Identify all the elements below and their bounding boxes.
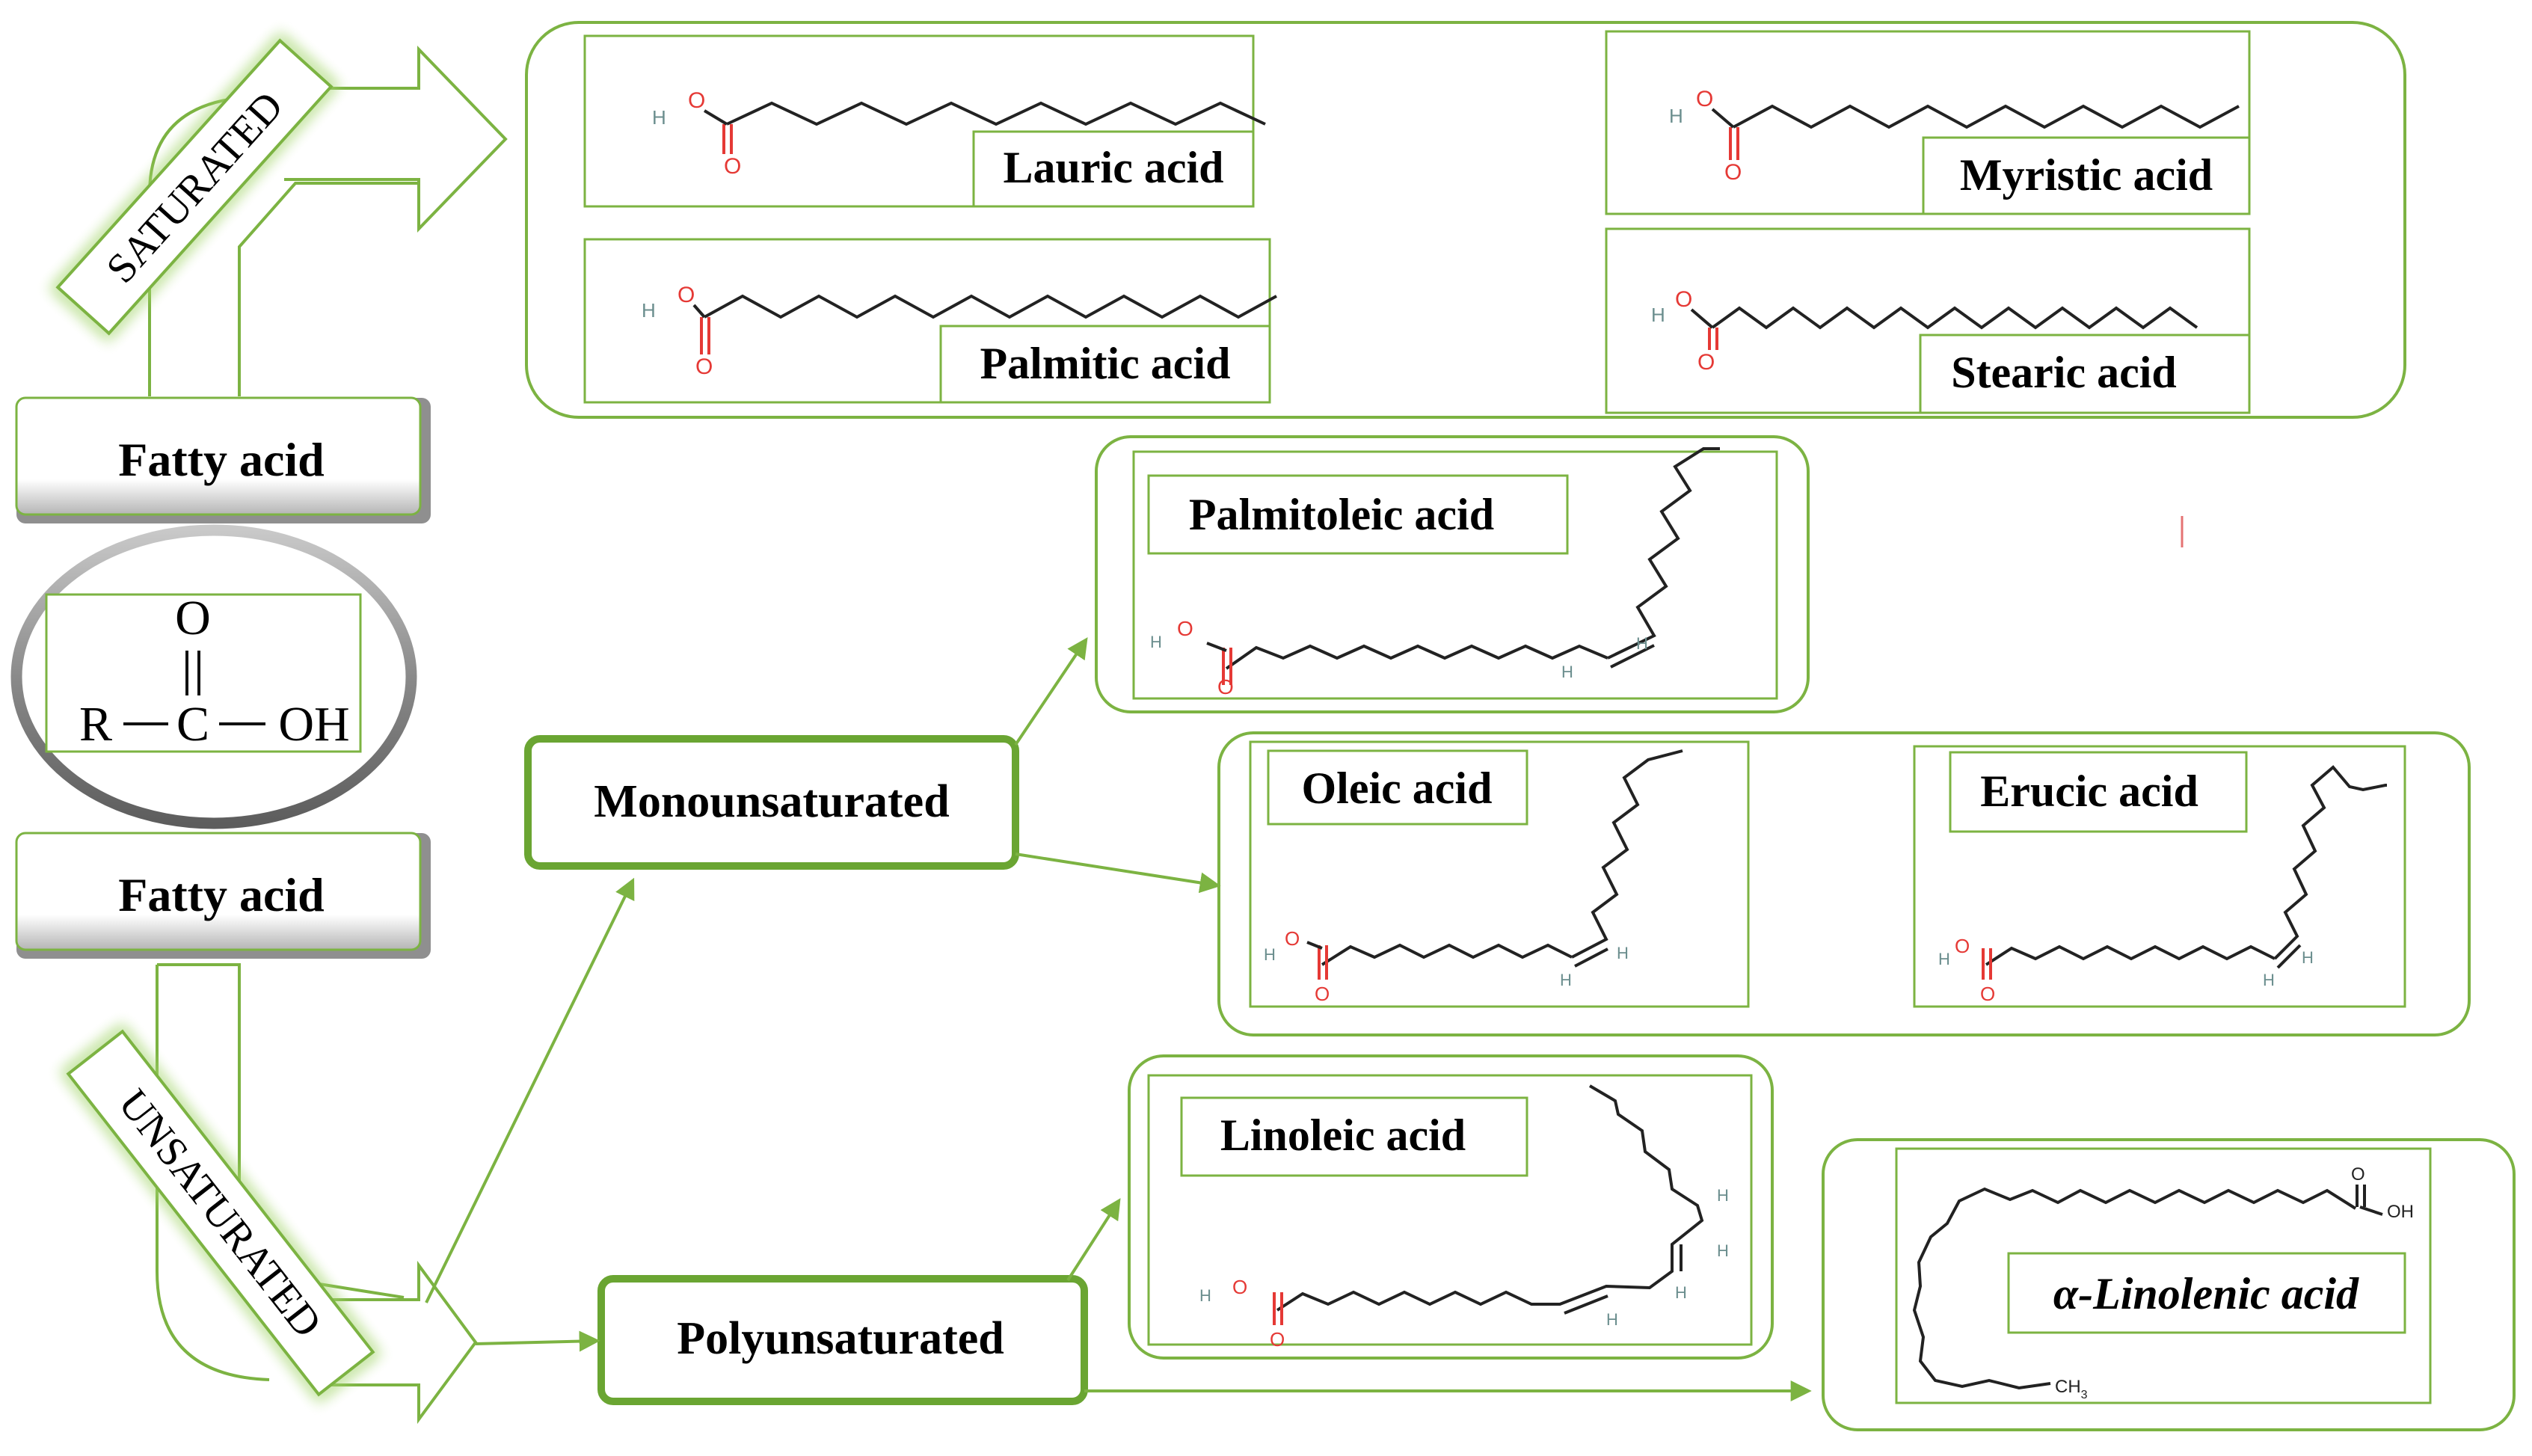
formula-carbon: C xyxy=(176,697,209,752)
atom-h: H xyxy=(1606,1310,1618,1329)
hydroxyl-bond xyxy=(692,304,706,319)
atom-o: O xyxy=(1980,983,1995,1005)
atom-oh: OH xyxy=(2387,1202,2414,1222)
atom-h: H xyxy=(1938,950,1950,968)
unsaturated-banner: UNSATURATED xyxy=(61,1024,381,1402)
carbon-chain xyxy=(726,101,1266,126)
fatty-acid-label-bottom: Fatty acid xyxy=(118,868,325,921)
saturated-banner: SATURATED xyxy=(50,33,339,341)
carbon-chain xyxy=(1711,306,2198,330)
atom-h: H xyxy=(2302,948,2314,967)
myristic-acid-label: Myristic acid xyxy=(1960,150,2213,200)
formula-r-group: R xyxy=(79,697,112,752)
atom-o: O xyxy=(1697,350,1715,375)
atom-h: H xyxy=(2263,971,2275,989)
atom-ch3: CH3 xyxy=(2055,1377,2088,1401)
atom-o: O xyxy=(1285,927,1300,950)
atom-o: O xyxy=(1177,617,1193,640)
atom-o: O xyxy=(1270,1328,1285,1351)
atom-h: H xyxy=(1561,663,1573,681)
fatty-acid-label-top: Fatty acid xyxy=(118,433,325,486)
stearic-acid-label: Stearic acid xyxy=(1951,348,2177,397)
atom-o: O xyxy=(1696,87,1713,111)
palmitoleic-acid-label: Palmitoleic acid xyxy=(1189,490,1494,539)
hydroxyl-bond xyxy=(1690,308,1714,329)
erucic-acid-label: Erucic acid xyxy=(1980,767,2198,816)
palmitic-acid-structure: HOO xyxy=(642,283,1277,379)
atom-o: O xyxy=(1217,675,1234,698)
linoleic-acid-structure: H O O H H H H xyxy=(1199,1084,1729,1351)
palmitic-acid-label: Palmitic acid xyxy=(980,339,1231,388)
atom-o: O xyxy=(1724,160,1742,185)
saturated-label: SATURATED xyxy=(97,83,292,292)
hydroxyl-bond xyxy=(1711,108,1735,129)
polyunsaturated-label: Polyunsaturated xyxy=(677,1313,1004,1364)
palmitoleic-acid-structure: H O O H H xyxy=(1150,447,1720,698)
arrow-to-oleic-erucic xyxy=(1015,853,1221,894)
lauric-acid-structure: HOO xyxy=(652,88,1266,179)
saturated-block-arrow xyxy=(284,46,508,233)
atom-h: H xyxy=(1150,633,1162,651)
atom-o: O xyxy=(1955,935,1970,957)
polyunsaturated-box: Polyunsaturated xyxy=(597,1275,1088,1405)
arrow-to-monounsaturated xyxy=(425,877,635,1303)
palmitoleic-panel: Palmitoleic acid H O O H H xyxy=(1095,435,1810,713)
linolenic-acid-label: α-Linolenic acid xyxy=(2053,1269,2359,1318)
formula-hydroxyl: OH xyxy=(278,697,349,752)
atom-h: H xyxy=(1669,105,1683,127)
saturated-branch-inner xyxy=(238,182,419,396)
arrow-to-polyunsaturated xyxy=(475,1330,600,1352)
monounsaturated-box: Monounsaturated xyxy=(524,735,1019,870)
atom-h: H xyxy=(1717,1186,1729,1205)
palmitic-acid-card: HOO Palmitic acid xyxy=(583,238,1277,404)
hydroxyl-bond xyxy=(703,109,728,126)
atom-o: O xyxy=(688,88,705,113)
carbon-chain xyxy=(1733,104,2240,129)
linoleic-panel: Linoleic acid H O O H H H H xyxy=(1128,1054,1774,1360)
atom-o: O xyxy=(2351,1164,2365,1185)
fatty-acid-button-top: Fatty acid xyxy=(15,396,431,523)
atom-h: H xyxy=(1617,944,1629,962)
atom-h: H xyxy=(1199,1286,1211,1305)
myristic-acid-card: HOO Myristic acid xyxy=(1605,30,2251,215)
lauric-acid-label: Lauric acid xyxy=(1004,143,1224,192)
oleic-acid-label: Oleic acid xyxy=(1302,764,1493,813)
erucic-acid-structure: H O O H H xyxy=(1938,765,2387,1005)
general-formula: O R C OH xyxy=(10,524,417,829)
linolenic-panel: α-Linolenic acid O OH CH3 xyxy=(1822,1138,2516,1431)
fatty-acid-button-bottom: Fatty acid xyxy=(15,832,431,959)
atom-o: O xyxy=(677,283,695,307)
atom-h: H xyxy=(1651,304,1665,326)
atom-h: H xyxy=(1264,945,1276,964)
arrow-to-palmitoleic xyxy=(1014,637,1088,746)
atom-o: O xyxy=(724,154,741,179)
atom-h: H xyxy=(1717,1241,1729,1260)
atom-h: H xyxy=(652,106,666,129)
unsaturated-label: UNSATURATED xyxy=(109,1081,331,1345)
stearic-acid-card: HOO Stearic acid xyxy=(1605,227,2251,414)
atom-h: H xyxy=(1636,634,1648,653)
atom-h: H xyxy=(642,299,656,322)
atom-o: O xyxy=(1315,983,1330,1005)
oleic-acid-structure: H O O H H xyxy=(1264,749,1683,1005)
carbon-chain xyxy=(704,294,1277,319)
formula-oxygen: O xyxy=(175,591,211,645)
atom-o: O xyxy=(1675,287,1692,312)
atom-o: O xyxy=(1232,1276,1247,1298)
stearic-acid-structure: HOO xyxy=(1651,287,2198,375)
myristic-acid-structure: HOO xyxy=(1669,87,2240,185)
monounsaturated-label: Monounsaturated xyxy=(594,776,949,827)
oleic-erucic-panel: Oleic acid H O O H H Erucic acid H O O H xyxy=(1217,731,2471,1036)
linolenic-acid-structure: O OH CH3 xyxy=(1912,1164,2414,1401)
lauric-acid-card: HOO Lauric acid xyxy=(583,34,1266,208)
atom-h: H xyxy=(1560,971,1572,989)
linoleic-acid-label: Linoleic acid xyxy=(1220,1111,1466,1160)
atom-o: O xyxy=(695,354,713,379)
atom-h: H xyxy=(1675,1283,1687,1302)
arrow-to-linoleic xyxy=(1066,1198,1121,1282)
